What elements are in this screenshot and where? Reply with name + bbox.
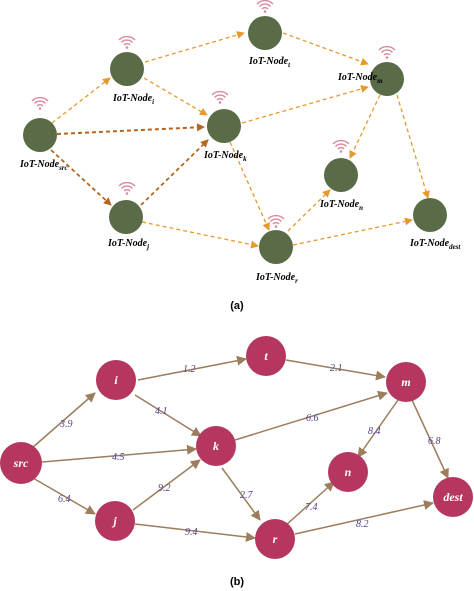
edge-a-k-r [229,141,270,231]
wifi-icon [267,214,285,229]
node-b-r-label: r [273,532,278,546]
node-b-n: n [328,452,368,492]
wifi-icon [378,45,396,60]
node-b-k: k [196,426,236,466]
node-a-n-label: IoT-Noden [319,199,363,212]
node-a-dest-label: IoT-Nodedest [409,238,461,251]
node-a-r: IoT-Noder [255,214,298,285]
panel-a-caption: (a) [230,300,244,312]
edge-b-k-m [234,390,388,441]
node-b-src-label: src [13,456,29,470]
edge-b-src-k [41,444,197,463]
node-b-dest: dest [433,477,473,517]
edge-b-src-i [31,392,96,449]
node-b-t-label: t [264,349,268,363]
node-a-n: IoT-Noden [319,139,363,212]
node-a-src: IoT-Nodesrc [19,96,68,172]
node-b-dest-label: dest [443,490,463,504]
weight-j-r: 9.4 [185,527,198,538]
wifi-icon [256,0,274,14]
edge-a-src-j [50,149,112,206]
edge-b-k-r [221,467,261,521]
wifi-icon [211,90,229,105]
panel-b-caption: (b) [230,576,244,588]
edge-a-m-dest [396,94,430,199]
node-b-m: m [386,362,426,402]
panel-b: 3.9 4.5 6.4 1.2 4.1 2.1 9.2 9.4 2.7 6.6 … [0,336,473,588]
node-a-r-label: IoT-Noder [255,272,298,285]
node-a-i-label: IoT-Nodei [112,93,154,106]
weight-r-dest: 8.2 [356,519,369,530]
node-a-t-label: IoT-Nodet [248,56,291,69]
panel-a-edges [50,31,430,249]
edge-b-t-m [285,359,386,381]
edge-b-i-t [137,355,247,381]
node-b-i-label: i [114,373,118,387]
weight-t-m: 2.1 [330,363,343,374]
wifi-icon [118,35,136,50]
weight-i-t: 1.2 [183,364,196,375]
node-a-t: IoT-Nodet [248,0,291,69]
edge-b-m-dest [411,399,449,479]
edge-a-m-n [349,94,381,159]
node-a-m: IoT-Nodem [337,45,404,96]
node-a-k: IoT-Nodek [203,90,247,163]
weight-src-k: 4.5 [112,452,125,463]
edge-a-r-n [287,189,331,232]
weight-m-dest: 6.8 [428,436,441,447]
edge-b-j-k [132,459,201,511]
edge-a-src-k [56,123,205,135]
edge-a-j-k [140,139,209,206]
panel-b-nodes: src i t m k n [0,336,473,559]
edge-b-r-dest [294,500,434,535]
node-a-m-label: IoT-Nodem [337,72,383,85]
weight-i-k: 4.1 [155,406,168,417]
node-b-k-label: k [213,439,219,453]
node-b-i: i [96,360,136,400]
edge-a-k-m [241,85,369,124]
node-b-j-label: j [111,514,117,528]
edge-a-j-r [141,221,259,249]
node-b-t: t [246,336,286,376]
panel-a: IoT-Nodesrc IoT-Nodei IoT-Nodet IoT-Node… [19,0,461,312]
panel-b-weights: 3.9 4.5 6.4 1.2 4.1 2.1 9.2 9.4 2.7 6.6 … [58,363,441,538]
weight-r-n: 7.4 [305,502,318,513]
node-b-j: j [95,501,135,541]
node-a-j-label: IoT-Nodej [107,238,149,251]
edge-a-r-dest [292,217,413,246]
node-a-j: IoT-Nodej [107,181,149,251]
edge-a-t-m [282,32,369,66]
edge-b-j-r [134,523,256,542]
weight-src-i: 3.9 [59,419,73,430]
panel-b-edges [31,355,449,542]
node-a-i: IoT-Nodei [110,35,154,106]
weight-j-k: 9.2 [158,483,171,494]
edge-b-m-n [357,399,399,458]
edge-a-i-t [144,31,245,63]
edge-b-src-j [32,477,96,515]
wifi-icon [31,96,49,111]
weight-src-j: 6.4 [58,494,71,505]
wifi-icon [332,139,350,154]
node-a-src-label: IoT-Nodesrc [19,159,68,172]
node-b-m-label: m [401,375,410,389]
node-a-dest: IoT-Nodedest [409,198,461,251]
edge-a-i-k [143,77,208,116]
edge-b-r-n [284,481,335,527]
weight-k-m: 6.6 [306,413,319,424]
edge-a-src-i [51,77,111,124]
node-a-k-label: IoT-Nodek [203,150,247,163]
node-b-src: src [0,442,42,484]
node-b-n-label: n [345,465,352,479]
weight-k-r: 2.7 [240,490,254,501]
node-b-r: r [255,519,295,559]
wifi-icon [118,181,136,196]
weight-m-n: 8.4 [368,426,381,437]
edge-b-i-k [134,394,202,437]
